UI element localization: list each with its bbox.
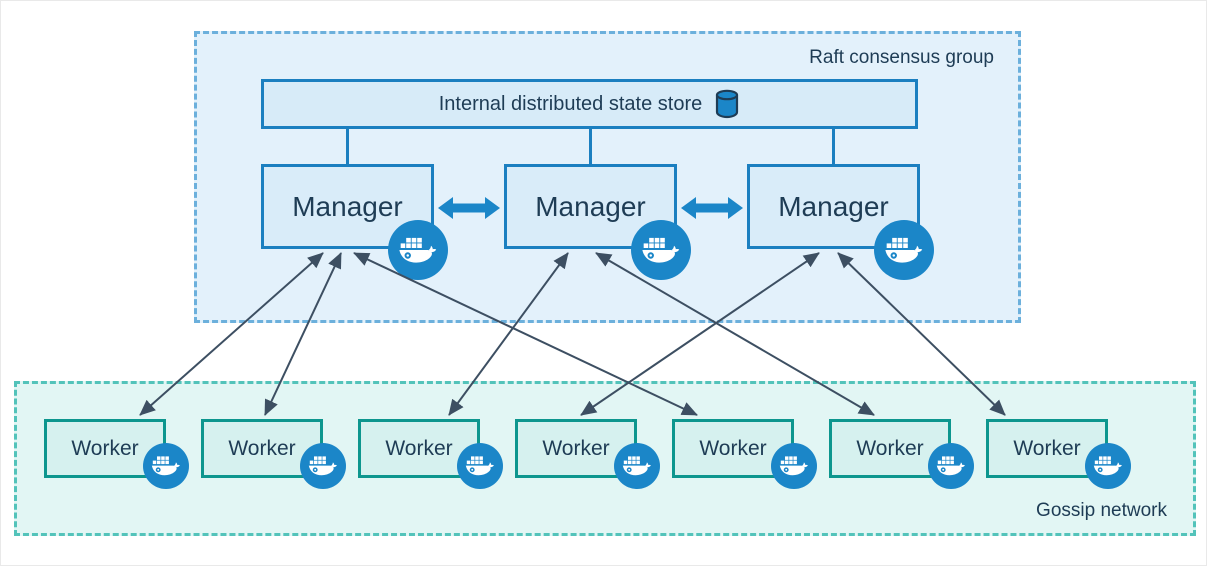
manager-node-2: Manager xyxy=(504,164,691,280)
manager-node-3: Manager xyxy=(747,164,934,280)
docker-whale-icon xyxy=(143,443,189,489)
docker-whale-icon xyxy=(614,443,660,489)
docker-whale-icon xyxy=(771,443,817,489)
worker-node-3: Worker xyxy=(358,419,503,489)
docker-whale-icon xyxy=(874,220,934,280)
worker-node-5: Worker xyxy=(672,419,817,489)
gossip-network-label: Gossip network xyxy=(1036,500,1167,521)
docker-whale-icon xyxy=(631,220,691,280)
docker-whale-icon xyxy=(300,443,346,489)
worker-node-6: Worker xyxy=(829,419,974,489)
worker-node-2: Worker xyxy=(201,419,346,489)
manager-node-1: Manager xyxy=(261,164,448,280)
worker-node-1: Worker xyxy=(44,419,189,489)
raft-group-label: Raft consensus group xyxy=(809,47,994,68)
worker-label: Worker xyxy=(385,436,453,460)
worker-label: Worker xyxy=(71,436,139,460)
manager-label: Manager xyxy=(292,190,403,222)
worker-label: Worker xyxy=(699,436,767,460)
worker-node-4: Worker xyxy=(515,419,660,489)
manager-label: Manager xyxy=(778,190,889,222)
worker-node-7: Worker xyxy=(986,419,1131,489)
database-cylinder-icon xyxy=(716,89,739,119)
worker-label: Worker xyxy=(1013,436,1081,460)
worker-label: Worker xyxy=(542,436,610,460)
docker-whale-icon xyxy=(457,443,503,489)
manager-label: Manager xyxy=(535,190,646,222)
state-store-node: Internal distributed state store xyxy=(261,79,918,129)
docker-whale-icon xyxy=(388,220,448,280)
docker-whale-icon xyxy=(928,443,974,489)
worker-label: Worker xyxy=(228,436,296,460)
worker-label: Worker xyxy=(856,436,924,460)
state-store-label: Internal distributed state store xyxy=(438,92,703,115)
docker-whale-icon xyxy=(1085,443,1131,489)
